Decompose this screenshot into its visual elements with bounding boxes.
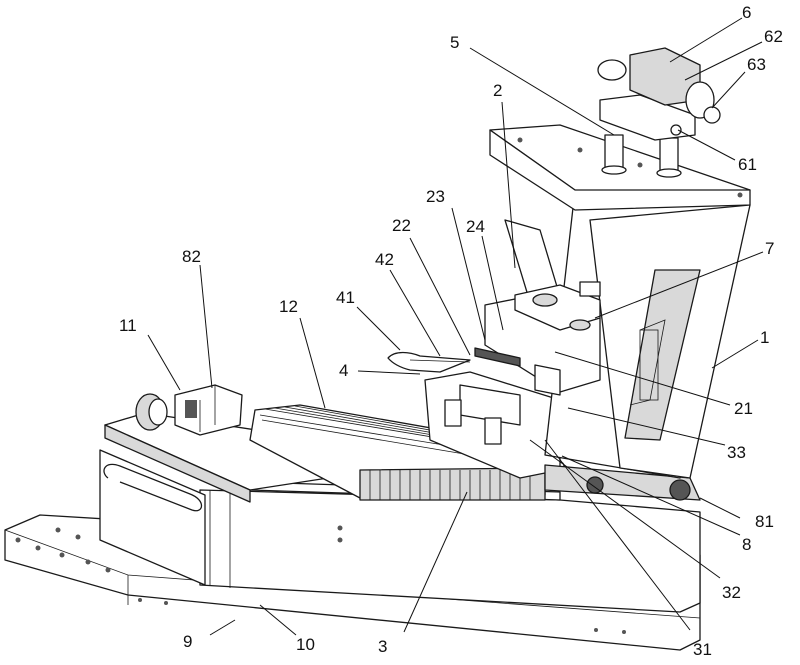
label-31: 31	[693, 640, 712, 659]
label-42: 42	[375, 250, 394, 269]
upper-actuator	[598, 48, 720, 177]
label-1: 1	[760, 328, 769, 347]
label-11: 11	[119, 316, 137, 335]
motor-assembly	[136, 385, 242, 435]
label-23: 23	[426, 187, 445, 206]
label-22: 22	[392, 216, 411, 235]
label-41: 41	[336, 288, 355, 307]
label-2: 2	[493, 81, 502, 100]
label-61: 61	[738, 155, 757, 174]
label-10: 10	[296, 635, 315, 654]
tray	[388, 353, 470, 373]
label-62: 62	[764, 27, 783, 46]
press-head	[475, 282, 600, 395]
label-63: 63	[747, 55, 766, 74]
label-21: 21	[734, 399, 753, 418]
label-32: 32	[722, 583, 741, 602]
label-24: 24	[466, 217, 485, 236]
label-5: 5	[450, 33, 459, 52]
label-12: 12	[279, 297, 298, 316]
label-7: 7	[765, 239, 774, 258]
label-4: 4	[339, 361, 348, 380]
label-82: 82	[182, 247, 201, 266]
label-6: 6	[742, 3, 751, 22]
label-81: 81	[755, 512, 774, 531]
label-33: 33	[727, 443, 746, 462]
label-8: 8	[742, 535, 751, 554]
label-3: 3	[378, 637, 387, 656]
label-9: 9	[183, 632, 192, 651]
